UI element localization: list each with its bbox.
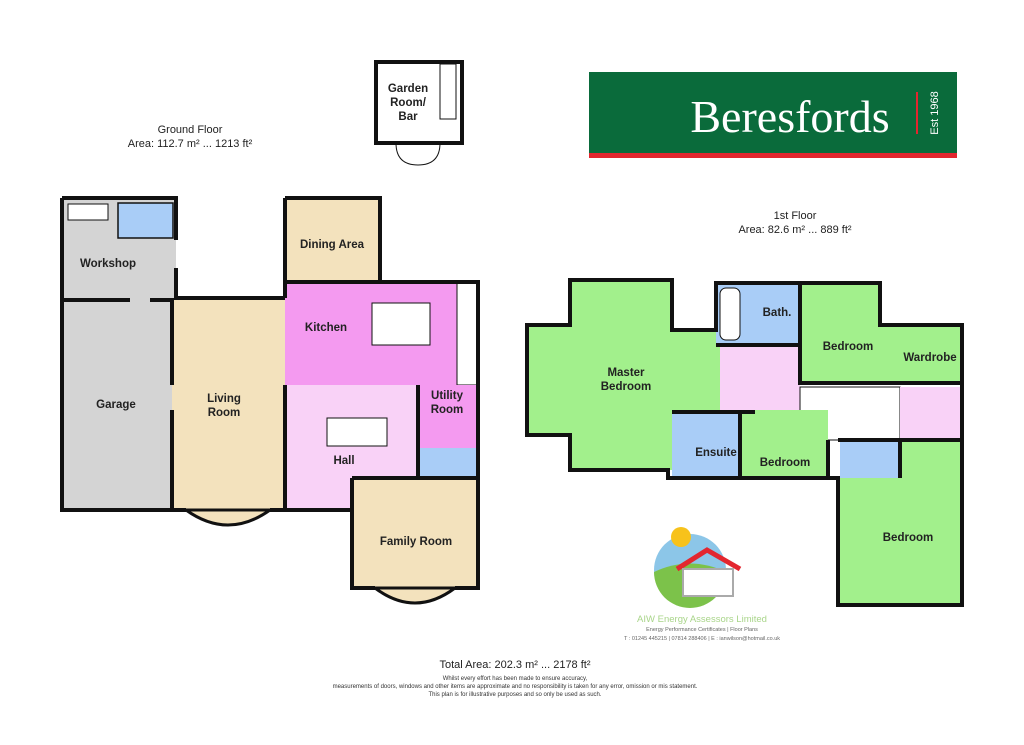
kitchen-island <box>371 302 431 346</box>
brand-red-stripe <box>589 153 957 158</box>
living-room-bay <box>181 508 275 527</box>
living-room-label-1: Living <box>207 393 241 405</box>
bedroom-large <box>838 442 962 605</box>
bath-label: Bath. <box>763 307 792 319</box>
ensuite <box>672 412 740 478</box>
garden-room <box>374 60 464 145</box>
bedroom-small-label: Bedroom <box>760 457 810 469</box>
dining-area <box>285 198 380 282</box>
kitchen-label: Kitchen <box>305 322 347 334</box>
landing-upper <box>720 345 800 410</box>
total-area: Total Area: 202.3 m² ... 2178 ft² <box>439 659 590 671</box>
ensuite-label: Ensuite <box>695 447 737 459</box>
kitchen-counter <box>456 281 479 386</box>
dining-area-label: Dining Area <box>300 239 365 251</box>
stairs <box>326 417 388 447</box>
ground-floor-area: Area: 112.7 m² ... 1213 ft² <box>128 138 253 150</box>
first-wc <box>840 442 900 478</box>
garden-doors <box>395 142 441 166</box>
garage-label: Garage <box>96 399 136 411</box>
master-bedroom-label-1: Master <box>607 367 645 379</box>
brand-banner <box>589 72 957 153</box>
living-room <box>172 298 285 510</box>
utility-room-label-1: Utility <box>431 390 464 402</box>
assessor-contact: T : 01245 445215 | 07814 288406 | E : ia… <box>624 636 780 642</box>
family-room-label: Family Room <box>380 536 452 548</box>
brand-name: Beresfords <box>690 91 889 142</box>
garage <box>62 300 172 510</box>
garden-room-label-1: Garden <box>388 83 428 95</box>
disclaimer-line-2: measurements of doors, windows and other… <box>333 684 698 690</box>
landing-lower <box>900 387 962 440</box>
ground-wc <box>418 448 478 478</box>
first-floor-title: 1st Floor <box>774 210 817 222</box>
bedroom-small <box>740 410 828 478</box>
bedroom-large-label: Bedroom <box>883 532 933 544</box>
workshop-wc <box>117 202 174 239</box>
utility-room-label-2: Room <box>431 404 464 416</box>
bedroom-top <box>800 282 880 383</box>
brand-est: Est 1968 <box>929 91 941 134</box>
family-room-bay <box>370 586 460 605</box>
assessor-name: AIW Energy Assessors Limited <box>637 614 767 625</box>
wardrobe-label: Wardrobe <box>903 352 956 364</box>
master-bedroom <box>527 280 755 470</box>
hall-label: Hall <box>333 455 354 467</box>
first-floor-area: Area: 82.6 m² ... 889 ft² <box>738 224 851 236</box>
living-room-label-2: Room <box>208 407 241 419</box>
garden-room-bar-counter <box>439 63 457 120</box>
garden-room-label-3: Bar <box>398 111 418 123</box>
family-room <box>352 478 478 588</box>
utility-room <box>418 385 478 448</box>
ground-floor-walls <box>60 196 480 590</box>
workshop-label: Workshop <box>80 258 136 270</box>
disclaimer-line-1: Whilst every effort has been made to ens… <box>443 676 588 682</box>
workshop-sink <box>67 203 109 221</box>
bath-tub <box>719 287 741 341</box>
disclaimer-line-3: This plan is for illustrative purposes a… <box>428 692 601 698</box>
bedroom-top-label: Bedroom <box>823 341 873 353</box>
assessor-logo <box>654 527 742 608</box>
garden-room-label-2: Room/ <box>390 97 427 109</box>
ground-floor-title: Ground Floor <box>158 124 223 136</box>
assessor-tagline: Energy Performance Certificates | Floor … <box>646 627 758 633</box>
wardrobe <box>880 325 962 383</box>
master-bedroom-label-2: Bedroom <box>601 381 651 393</box>
first-floor-walls <box>525 278 964 607</box>
